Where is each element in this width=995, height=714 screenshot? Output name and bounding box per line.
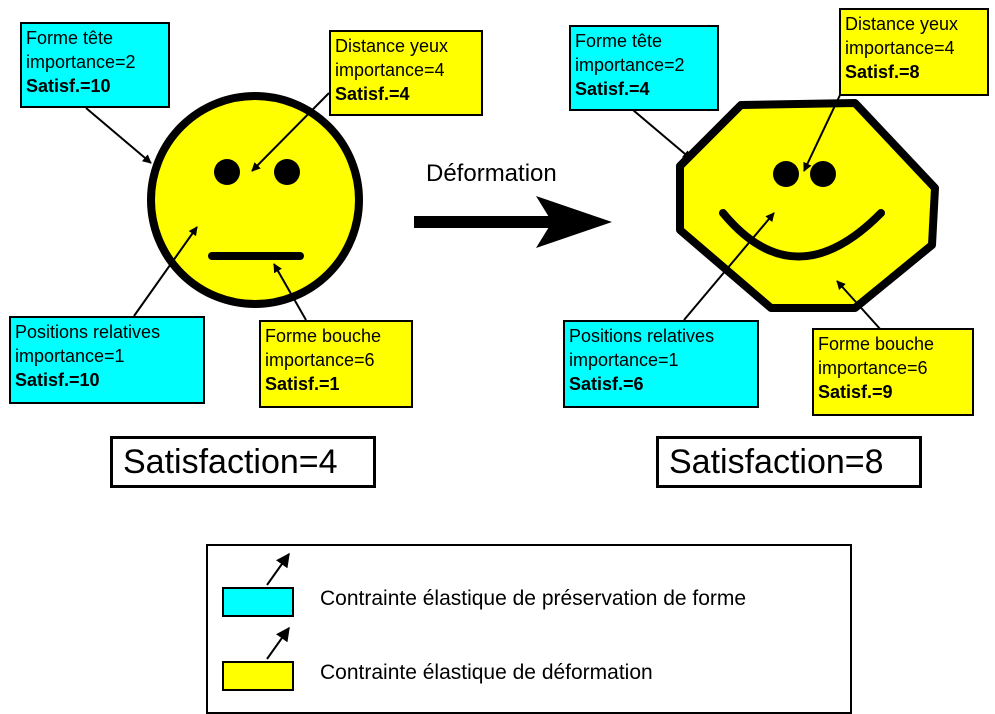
right-eyes-importance: importance=4 [845, 38, 955, 58]
left-shape-box: Forme tête importance=2 Satisf.=10 [20, 22, 170, 108]
right-shape-satisfaction: Satisf.=4 [575, 79, 650, 99]
left-shape-title: Forme tête [26, 28, 114, 48]
left-face-left-eye [214, 159, 240, 185]
left-satisfaction-total: Satisfaction=4 [110, 436, 376, 488]
right-mouth-connector [836, 280, 882, 331]
right-positions-satisfaction: Satisf.=6 [569, 374, 644, 394]
legend-swatch-shape [222, 587, 294, 617]
left-positions-satisfaction: Satisf.=10 [15, 370, 100, 390]
right-satisfaction-total: Satisfaction=8 [656, 436, 922, 488]
left-mouth-importance: importance=6 [265, 350, 375, 370]
right-eyes-title: Distance yeux [845, 14, 959, 34]
left-positions-title: Positions relatives [15, 322, 161, 342]
right-face-left-eye [773, 161, 799, 187]
right-positions-title: Positions relatives [569, 326, 715, 346]
right-shape-box: Forme tête importance=2 Satisf.=4 [569, 25, 719, 111]
left-shape-importance: importance=2 [26, 52, 136, 72]
left-eyes-box: Distance yeux importance=4 Satisf.=4 [329, 30, 483, 116]
legend-arrow-deformation [266, 626, 290, 660]
right-shape-connector [632, 109, 692, 160]
left-eyes-connector [251, 92, 330, 172]
left-face [147, 92, 363, 308]
left-mouth-box: Forme bouche importance=6 Satisf.=1 [259, 320, 413, 408]
left-positions-importance: importance=1 [15, 346, 125, 366]
left-face-head [147, 92, 363, 308]
right-positions-importance: importance=1 [569, 350, 679, 370]
right-eyes-box: Distance yeux importance=4 Satisf.=8 [839, 8, 989, 96]
left-shape-connector [85, 107, 152, 164]
left-mouth-satisfaction: Satisf.=1 [265, 374, 340, 394]
left-mouth-connector [273, 263, 307, 321]
right-mouth-satisfaction: Satisf.=9 [818, 382, 893, 402]
right-shape-importance: importance=2 [575, 55, 685, 75]
left-face-right-eye [274, 159, 300, 185]
legend-swatch-deformation [222, 661, 294, 691]
right-face-head [676, 99, 939, 312]
left-shape-satisfaction: Satisf.=10 [26, 76, 111, 96]
left-mouth-title: Forme bouche [265, 326, 382, 346]
legend-arrow-shape [266, 552, 290, 586]
right-positions-box: Positions relatives importance=1 Satisf.… [563, 320, 759, 408]
legend-label-shape: Contrainte élastique de préservation de … [320, 587, 747, 610]
left-positions-box: Positions relatives importance=1 Satisf.… [9, 316, 205, 404]
deformation-arrow [414, 196, 612, 248]
left-eyes-title: Distance yeux [335, 36, 449, 56]
right-eyes-connector [803, 94, 841, 172]
left-positions-connector [133, 226, 198, 317]
left-eyes-importance: importance=4 [335, 60, 445, 80]
right-shape-title: Forme tête [575, 31, 663, 51]
deformation-label: Déformation [426, 160, 557, 187]
left-eyes-satisfaction: Satisf.=4 [335, 84, 410, 104]
right-positions-connector [683, 212, 775, 321]
right-face-right-eye [810, 161, 836, 187]
right-face-mouth [719, 209, 885, 261]
right-mouth-importance: importance=6 [818, 358, 928, 378]
right-mouth-title: Forme bouche [818, 334, 935, 354]
right-mouth-box: Forme bouche importance=6 Satisf.=9 [812, 328, 974, 416]
right-eyes-satisfaction: Satisf.=8 [845, 62, 920, 82]
legend-label-deformation: Contrainte élastique de déformation [320, 661, 653, 684]
legend: Contrainte élastique de préservation de … [206, 544, 852, 714]
right-face [676, 99, 939, 312]
